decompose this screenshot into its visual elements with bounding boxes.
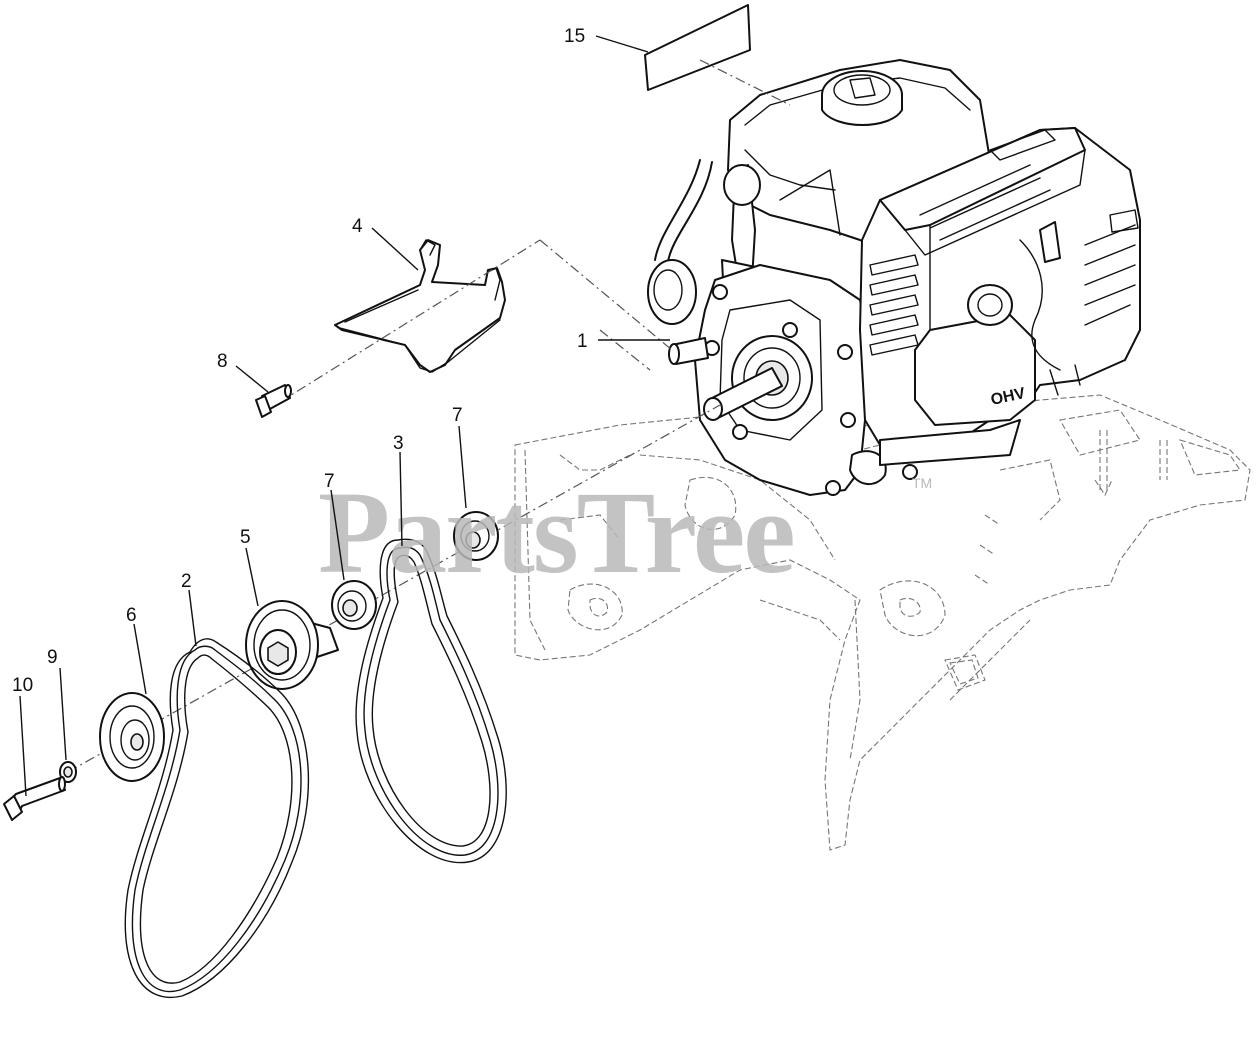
bolt-8 bbox=[255, 384, 292, 418]
bushing-7-lower bbox=[331, 580, 377, 630]
pulley-5 bbox=[245, 600, 339, 690]
decal-15 bbox=[644, 4, 751, 91]
callout-10: 9 bbox=[47, 647, 58, 668]
callout-15: 15 bbox=[564, 26, 585, 47]
assembly-centerlines bbox=[67, 239, 721, 773]
bushing-7-upper bbox=[453, 511, 499, 561]
callout-1: 1 bbox=[577, 331, 588, 352]
callout-6: 6 bbox=[126, 605, 137, 626]
engine-assembly: OHV bbox=[647, 59, 1141, 496]
watermark-text: PartsTree bbox=[318, 467, 794, 598]
watermark-tm: TM bbox=[912, 475, 932, 491]
ohv-label: OHV bbox=[989, 385, 1027, 409]
callout-8: 8 bbox=[217, 351, 228, 372]
belt-2 bbox=[124, 638, 310, 999]
frame-housing bbox=[514, 394, 1251, 851]
callout-5: 5 bbox=[240, 527, 251, 548]
belt-3 bbox=[355, 538, 507, 864]
callout-2: 2 bbox=[181, 571, 192, 592]
callout-3: 3 bbox=[393, 433, 404, 454]
pulley-6 bbox=[99, 692, 165, 782]
callout-4: 4 bbox=[352, 216, 363, 237]
callout-7-upper: 7 bbox=[452, 405, 463, 426]
watermark: PartsTree TM bbox=[318, 467, 932, 598]
leader-lines bbox=[19, 35, 670, 797]
callout-7-lower: 7 bbox=[324, 471, 335, 492]
callout-labels: 15 4 1 8 7 3 7 5 2 6 9 10 bbox=[12, 26, 588, 696]
wire-guard-4 bbox=[334, 239, 506, 373]
blower-vents bbox=[869, 224, 1136, 356]
bolt-9 bbox=[3, 776, 66, 821]
callout-9: 10 bbox=[12, 675, 33, 696]
